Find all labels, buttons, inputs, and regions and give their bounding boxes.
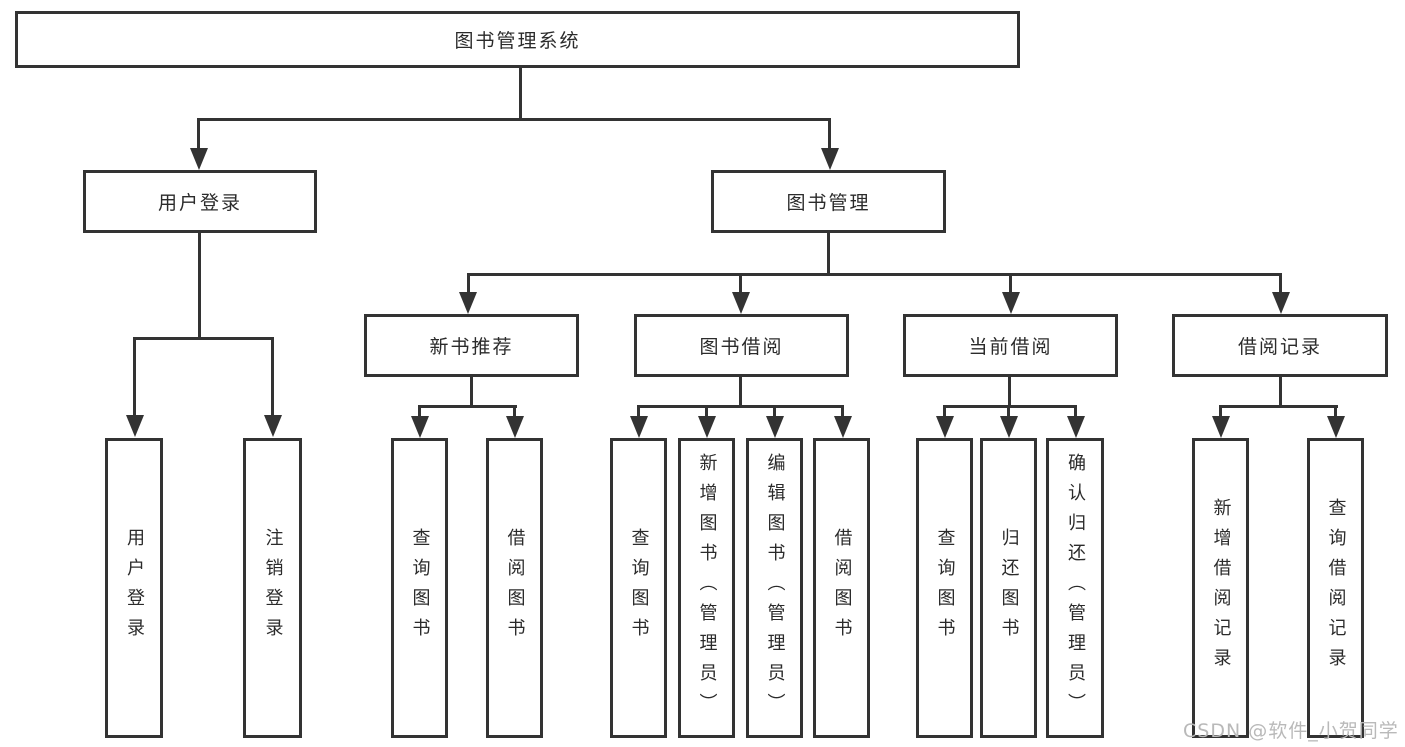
node-label: 用户登录 bbox=[124, 528, 145, 648]
node-user-login-module: 用户登录 bbox=[83, 170, 317, 233]
connector-line bbox=[1074, 405, 1077, 419]
arrow-down-icon bbox=[190, 148, 208, 170]
node-label: 借阅记录 bbox=[1237, 336, 1322, 358]
arrow-down-icon bbox=[126, 415, 144, 437]
connector-line bbox=[467, 273, 1282, 276]
connector-line bbox=[1334, 405, 1337, 419]
csdn-watermark: CSDN @软件_小贺同学 bbox=[1183, 720, 1399, 742]
node-label: 查询图书 bbox=[934, 528, 956, 648]
connector-line bbox=[198, 233, 201, 337]
arrow-down-icon bbox=[821, 148, 839, 170]
connector-line bbox=[705, 405, 708, 419]
connector-line bbox=[828, 118, 831, 152]
connector-line bbox=[271, 337, 274, 417]
arrow-down-icon bbox=[732, 292, 750, 314]
arrow-down-icon bbox=[1327, 416, 1345, 438]
connector-line bbox=[1219, 405, 1338, 408]
connector-line bbox=[1279, 273, 1282, 295]
connector-line bbox=[1279, 377, 1282, 407]
node-label: 当前借阅 bbox=[968, 336, 1053, 358]
leaf-add-books-admin: 新增图书（管理员） bbox=[678, 438, 735, 738]
arrow-down-icon bbox=[1212, 416, 1230, 438]
arrow-down-icon bbox=[264, 415, 282, 437]
arrow-down-icon bbox=[1067, 416, 1085, 438]
connector-line bbox=[739, 377, 742, 407]
connector-line bbox=[637, 405, 844, 408]
node-label: 借阅图书 bbox=[504, 528, 526, 648]
arrow-down-icon bbox=[411, 416, 429, 438]
node-label: 查询图书 bbox=[409, 528, 431, 648]
node-borrowing-records: 借阅记录 bbox=[1172, 314, 1388, 377]
node-label: 图书借阅 bbox=[699, 336, 784, 358]
arrow-down-icon bbox=[766, 416, 784, 438]
arrow-down-icon bbox=[1000, 416, 1018, 438]
arrow-down-icon bbox=[630, 416, 648, 438]
leaf-query-borrow-record: 查询借阅记录 bbox=[1307, 438, 1364, 738]
connector-line bbox=[513, 405, 516, 419]
arrow-down-icon bbox=[506, 416, 524, 438]
arrow-down-icon bbox=[698, 416, 716, 438]
connector-line bbox=[467, 273, 470, 295]
node-label: 图书管理 bbox=[786, 192, 871, 214]
connector-line bbox=[197, 118, 200, 152]
arrow-down-icon bbox=[834, 416, 852, 438]
node-book-borrowing: 图书借阅 bbox=[634, 314, 849, 377]
connector-line bbox=[197, 118, 831, 121]
connector-line bbox=[470, 377, 473, 407]
connector-line bbox=[637, 405, 640, 419]
node-label: 查询图书 bbox=[628, 528, 650, 648]
node-label: 新增图书（管理员） bbox=[696, 453, 718, 723]
leaf-confirm-return-admin: 确认归还（管理员） bbox=[1046, 438, 1104, 738]
node-label: 新增借阅记录 bbox=[1210, 498, 1232, 678]
connector-line bbox=[1007, 405, 1010, 419]
node-library-management-system: 图书管理系统 bbox=[15, 11, 1020, 68]
node-book-management-module: 图书管理 bbox=[711, 170, 946, 233]
connector-line bbox=[133, 337, 274, 340]
connector-line bbox=[133, 337, 136, 417]
leaf-query-books-current: 查询图书 bbox=[916, 438, 973, 738]
arrow-down-icon bbox=[459, 292, 477, 314]
leaf-edit-books-admin: 编辑图书（管理员） bbox=[746, 438, 803, 738]
node-label: 归还图书 bbox=[998, 528, 1020, 648]
connector-line bbox=[943, 405, 946, 419]
leaf-add-borrow-record: 新增借阅记录 bbox=[1192, 438, 1249, 738]
connector-line bbox=[841, 405, 844, 419]
node-current-borrowing: 当前借阅 bbox=[903, 314, 1118, 377]
connector-line bbox=[739, 273, 742, 295]
leaf-borrow-books: 借阅图书 bbox=[813, 438, 870, 738]
connector-line bbox=[773, 405, 776, 419]
leaf-logout: 注销登录 bbox=[243, 438, 302, 738]
leaf-query-books-borrow: 查询图书 bbox=[610, 438, 667, 738]
node-label: 借阅图书 bbox=[831, 528, 853, 648]
connector-line bbox=[418, 405, 421, 419]
node-label: 查询借阅记录 bbox=[1325, 498, 1347, 678]
connector-line bbox=[1009, 273, 1012, 295]
connector-line bbox=[1219, 405, 1222, 419]
arrow-down-icon bbox=[1002, 292, 1020, 314]
leaf-borrow-books-recommend: 借阅图书 bbox=[486, 438, 543, 738]
connector-line bbox=[943, 405, 1077, 408]
connector-line bbox=[1008, 377, 1011, 407]
connector-line bbox=[827, 233, 830, 275]
leaf-return-books: 归还图书 bbox=[980, 438, 1037, 738]
arrow-down-icon bbox=[936, 416, 954, 438]
node-label: 图书管理系统 bbox=[454, 30, 581, 52]
leaf-query-books-recommend: 查询图书 bbox=[391, 438, 448, 738]
node-label: 用户登录 bbox=[157, 192, 242, 214]
arrow-down-icon bbox=[1272, 292, 1290, 314]
connector-line bbox=[519, 68, 522, 120]
node-new-book-recommend: 新书推荐 bbox=[364, 314, 579, 377]
node-label: 新书推荐 bbox=[429, 336, 514, 358]
node-label: 编辑图书（管理员） bbox=[764, 453, 786, 723]
connector-line bbox=[418, 405, 517, 408]
node-label: 确认归还（管理员） bbox=[1065, 453, 1086, 723]
leaf-user-login: 用户登录 bbox=[105, 438, 163, 738]
node-label: 注销登录 bbox=[262, 528, 284, 648]
